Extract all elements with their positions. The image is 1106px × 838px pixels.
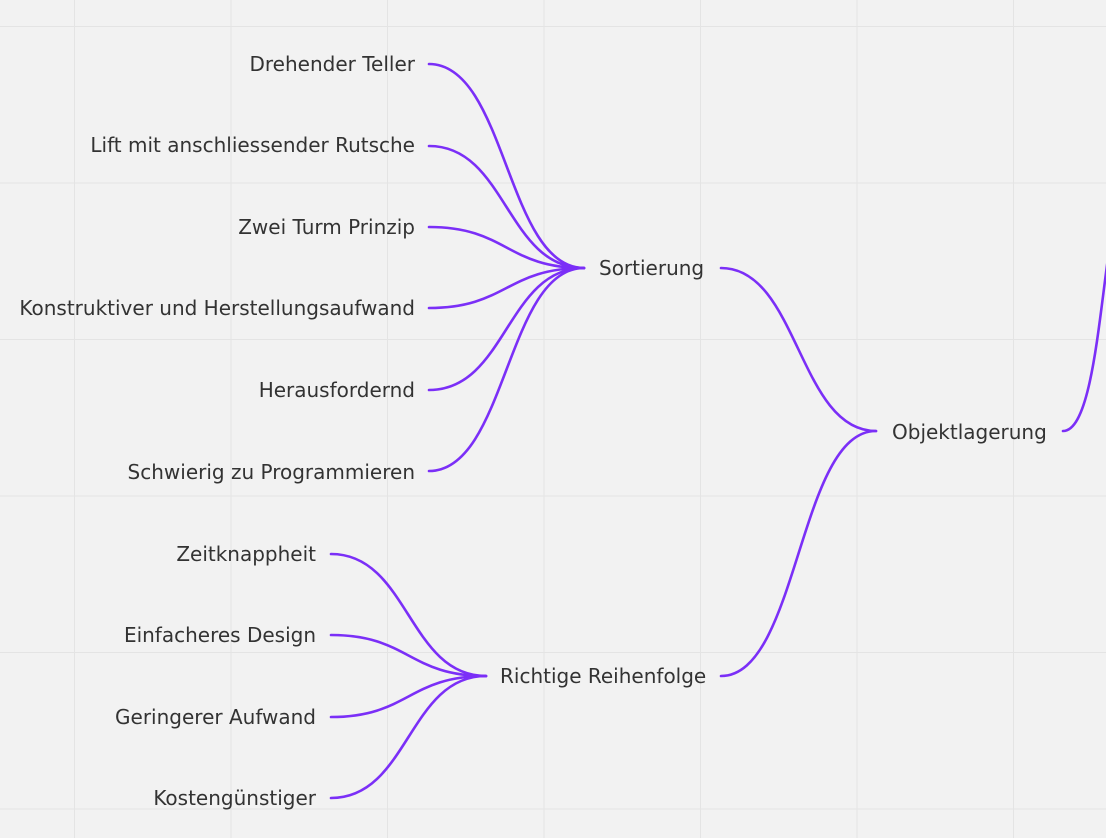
edge-reihenfolge-leaf-3 [329,674,488,800]
edge-sortierung-leaf-5 [427,266,586,473]
edge-sortierung-leaf-3 [427,266,586,310]
node-leaf-drehender-teller[interactable]: Drehender Teller [249,52,416,76]
edge-root-sortierung [719,266,878,433]
edge-sortierung-leaf-0 [427,62,586,270]
node-leaf-herausfordernd[interactable]: Herausfordernd [258,378,415,402]
node-leaf-lift-mit-rutsche[interactable]: Lift mit anschliessender Rutsche [90,133,415,157]
edge-reihenfolge-leaf-2 [329,674,488,719]
node-leaf-zwei-turm-prinzip[interactable]: Zwei Turm Prinzip [238,215,415,239]
edge-root-parent [1061,263,1106,433]
node-branch-sortierung[interactable]: Sortierung [599,256,705,280]
edge-sortierung-leaf-2 [427,225,586,270]
node-leaf-einfacheres-design[interactable]: Einfacheres Design [123,623,316,647]
node-branch-richtige-reihenfolge[interactable]: Richtige Reihenfolge [500,664,707,688]
node-leaf-konstruktiver-aufwand[interactable]: Konstruktiver und Herstellungsaufwand [19,296,415,320]
edge-sortierung-leaf-4 [427,266,586,392]
node-leaf-zeitknappheit[interactable]: Zeitknappheit [176,542,316,566]
node-leaf-kostenguenstiger[interactable]: Kostengünstiger [153,786,316,810]
node-root[interactable]: Objektlagerung [892,420,1047,444]
edge-sortierung-leaf-1 [427,144,586,270]
node-leaf-schwierig-programmieren[interactable]: Schwierig zu Programmieren [127,460,415,484]
node-leaf-geringerer-aufwand[interactable]: Geringerer Aufwand [115,705,316,729]
edge-reihenfolge-leaf-1 [329,633,488,678]
edge-root-reihenfolge [719,429,878,678]
edge-reihenfolge-leaf-0 [329,552,488,678]
